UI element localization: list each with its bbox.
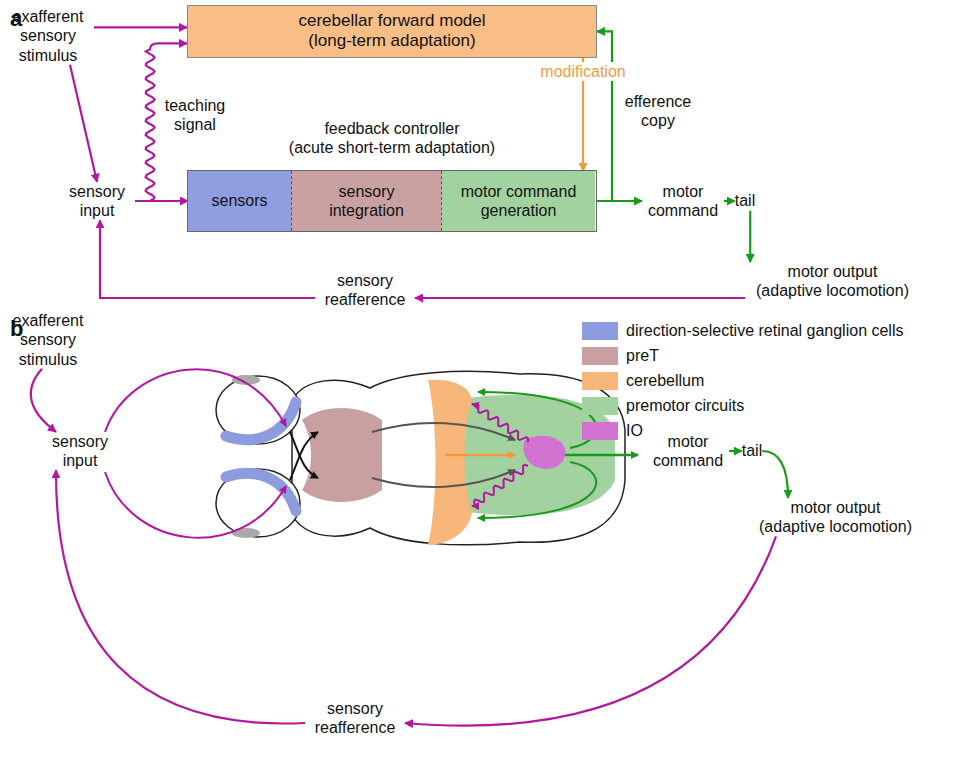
tail-label: tail	[735, 191, 755, 210]
legend-swatch	[582, 397, 618, 415]
node-text: feedback controller	[188, 119, 596, 138]
node-text: motor command	[647, 432, 729, 470]
node-text: sensory input	[42, 432, 118, 470]
pret-projection	[372, 423, 515, 440]
connector	[31, 369, 56, 432]
node-text: sensory integration	[312, 182, 421, 220]
retina	[226, 473, 296, 511]
legend-row: premotor circuits	[582, 393, 903, 418]
legend-text: direction-selective retinal ganglion cel…	[626, 322, 903, 340]
legend: direction-selective retinal ganglion cel…	[582, 318, 903, 443]
node-text: sensory input	[59, 182, 135, 220]
node-text: tail	[735, 191, 755, 210]
integration-box: sensory integration	[291, 171, 441, 231]
reafference-label: sensory reafference	[315, 271, 415, 309]
legend-row: preT	[582, 343, 903, 368]
command-label: motor command	[647, 432, 729, 470]
legend-row: direction-selective retinal ganglion cel…	[582, 318, 903, 343]
legend-text: premotor circuits	[626, 397, 744, 415]
controller-box: feedback controller(acute short-term ada…	[187, 170, 597, 232]
input-label: sensory input	[42, 432, 118, 470]
legend-swatch	[582, 422, 618, 440]
connector	[724, 200, 735, 202]
optic-tract	[290, 432, 318, 480]
connector	[595, 31, 612, 201]
io-region	[523, 436, 565, 469]
efference-loop	[478, 392, 596, 448]
sensors-box: sensors	[188, 171, 291, 231]
connector	[749, 211, 751, 262]
node-text: motor output	[748, 498, 923, 517]
forward-model-box: cerebellar forward model(long-term adapt…	[187, 5, 597, 58]
node-text: (long-term adaptation)	[188, 31, 596, 51]
heading: feedback controller(acute short-term ada…	[188, 119, 596, 157]
visual-input	[105, 472, 286, 538]
visual-input	[105, 369, 286, 432]
motor-generation-box: motor command generation	[441, 171, 595, 231]
climbing-fiber	[472, 465, 528, 506]
cerebellum-region	[428, 380, 472, 545]
premotor-output	[565, 454, 638, 457]
legend-swatch	[582, 322, 618, 340]
connector	[405, 536, 776, 725]
connector	[415, 297, 745, 299]
legend-row: cerebellum	[582, 368, 903, 393]
output-label: motor output(adaptive locomotion)	[748, 498, 923, 536]
output-label: motor output(adaptive locomotion)	[745, 262, 920, 300]
node-text: (adaptive locomotion)	[745, 281, 920, 300]
connector	[762, 451, 788, 498]
edge-label: teaching signal	[160, 96, 230, 134]
node-text: motor command generation	[458, 182, 579, 220]
eye	[216, 376, 300, 444]
retina	[226, 402, 296, 440]
reafference-label: sensory reafference	[305, 699, 405, 737]
legend-text: cerebellum	[626, 372, 704, 390]
efference-loop	[478, 462, 596, 518]
connector	[70, 65, 97, 182]
legend-swatch	[582, 372, 618, 390]
node-text: sensors	[211, 191, 267, 210]
tail-label: tail	[742, 441, 762, 460]
node-text: (adaptive locomotion)	[748, 517, 923, 536]
connector	[94, 26, 187, 28]
node-text: sensory reafference	[315, 271, 415, 309]
node-text: motor output	[745, 262, 920, 281]
node-text: motor command	[642, 182, 724, 220]
legend-text: IO	[626, 422, 643, 440]
connector	[56, 470, 305, 723]
panel-letter: a	[10, 6, 22, 32]
pret-projection	[372, 470, 515, 487]
pret-region	[302, 408, 382, 502]
node-text: tail	[742, 441, 762, 460]
legend-swatch	[582, 347, 618, 365]
node-text: sensory reafference	[305, 699, 405, 737]
connector	[595, 200, 642, 202]
node-text: cerebellar forward model	[188, 11, 596, 31]
input-label: sensory input	[59, 182, 135, 220]
edge-label: modification	[537, 62, 628, 81]
panel-letter: b	[10, 316, 23, 342]
legend-text: preT	[626, 347, 659, 365]
edge-label: efference copy	[618, 92, 698, 130]
eye	[216, 469, 300, 537]
command-label: motor command	[642, 182, 724, 220]
legend-row: IO	[582, 418, 903, 443]
cerebellar-output	[445, 454, 515, 457]
brain-outline	[292, 371, 625, 544]
node-text: (acute short-term adaptation)	[188, 138, 596, 157]
connector	[729, 450, 742, 452]
climbing-fiber	[472, 404, 528, 443]
